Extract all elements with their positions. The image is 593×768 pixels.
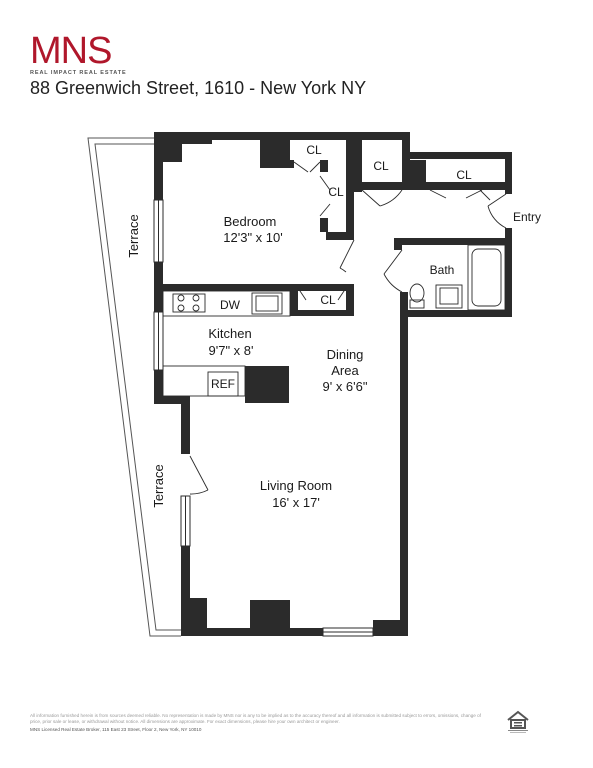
- broker-info: MNS Licensed Real Estate Broker, 115 Eas…: [30, 727, 202, 732]
- interior-walls: [154, 140, 512, 403]
- stove-icon: [172, 293, 206, 313]
- closet-label: CL: [456, 168, 472, 182]
- closet-label: CL: [373, 159, 389, 173]
- refrigerator-icon: [207, 371, 239, 397]
- kitchen-fixtures: [162, 290, 291, 397]
- closet-label: CL: [306, 143, 322, 157]
- brand-logo: MNS REAL IMPACT REAL ESTATE: [30, 30, 127, 76]
- dishwasher-label: DW: [220, 298, 241, 312]
- bathtub-icon: [467, 244, 506, 311]
- windows: [153, 199, 374, 637]
- bath-fixtures: [409, 244, 506, 311]
- dining-dimensions: 9' x 6'6": [323, 379, 368, 394]
- dining-label-line2: Area: [331, 363, 359, 378]
- entry-label: Entry: [513, 210, 541, 224]
- bedroom-label: Bedroom: [224, 214, 277, 229]
- listing-address: 88 Greenwich Street, 1610 - New York NY: [30, 78, 367, 98]
- living-room-dimensions: 16' x 17': [272, 495, 320, 510]
- kitchen-label: Kitchen: [208, 326, 251, 341]
- closet-label: CL: [328, 185, 344, 199]
- terrace-upper-label: Terrace: [126, 214, 141, 257]
- door-swings: [189, 161, 507, 495]
- terrace-lower-label: Terrace: [151, 464, 166, 507]
- terrace-outline: [87, 137, 181, 637]
- refrigerator-label: REF: [211, 377, 235, 391]
- kitchen-dimensions: 9'7" x 8': [209, 343, 254, 358]
- kitchen-counter-lower: [162, 365, 246, 397]
- exterior-walls: [154, 132, 512, 636]
- logo-text: MNS: [30, 30, 112, 72]
- sink-icon: [251, 292, 283, 315]
- toilet-icon: [409, 283, 425, 303]
- closet-label: CL: [320, 293, 336, 307]
- kitchen-counter: [162, 290, 291, 317]
- bedroom-dimensions: 12'3" x 10': [223, 230, 282, 245]
- dining-label-line1: Dining: [327, 347, 364, 362]
- legal-disclaimer: All information furnished herein is from…: [30, 713, 481, 724]
- bath-label: Bath: [430, 263, 455, 277]
- vanity-sink-icon: [435, 284, 463, 309]
- equal-housing-opportunity-icon: [507, 710, 529, 733]
- logo-tagline: REAL IMPACT REAL ESTATE: [30, 70, 127, 76]
- living-room-label: Living Room: [260, 478, 332, 493]
